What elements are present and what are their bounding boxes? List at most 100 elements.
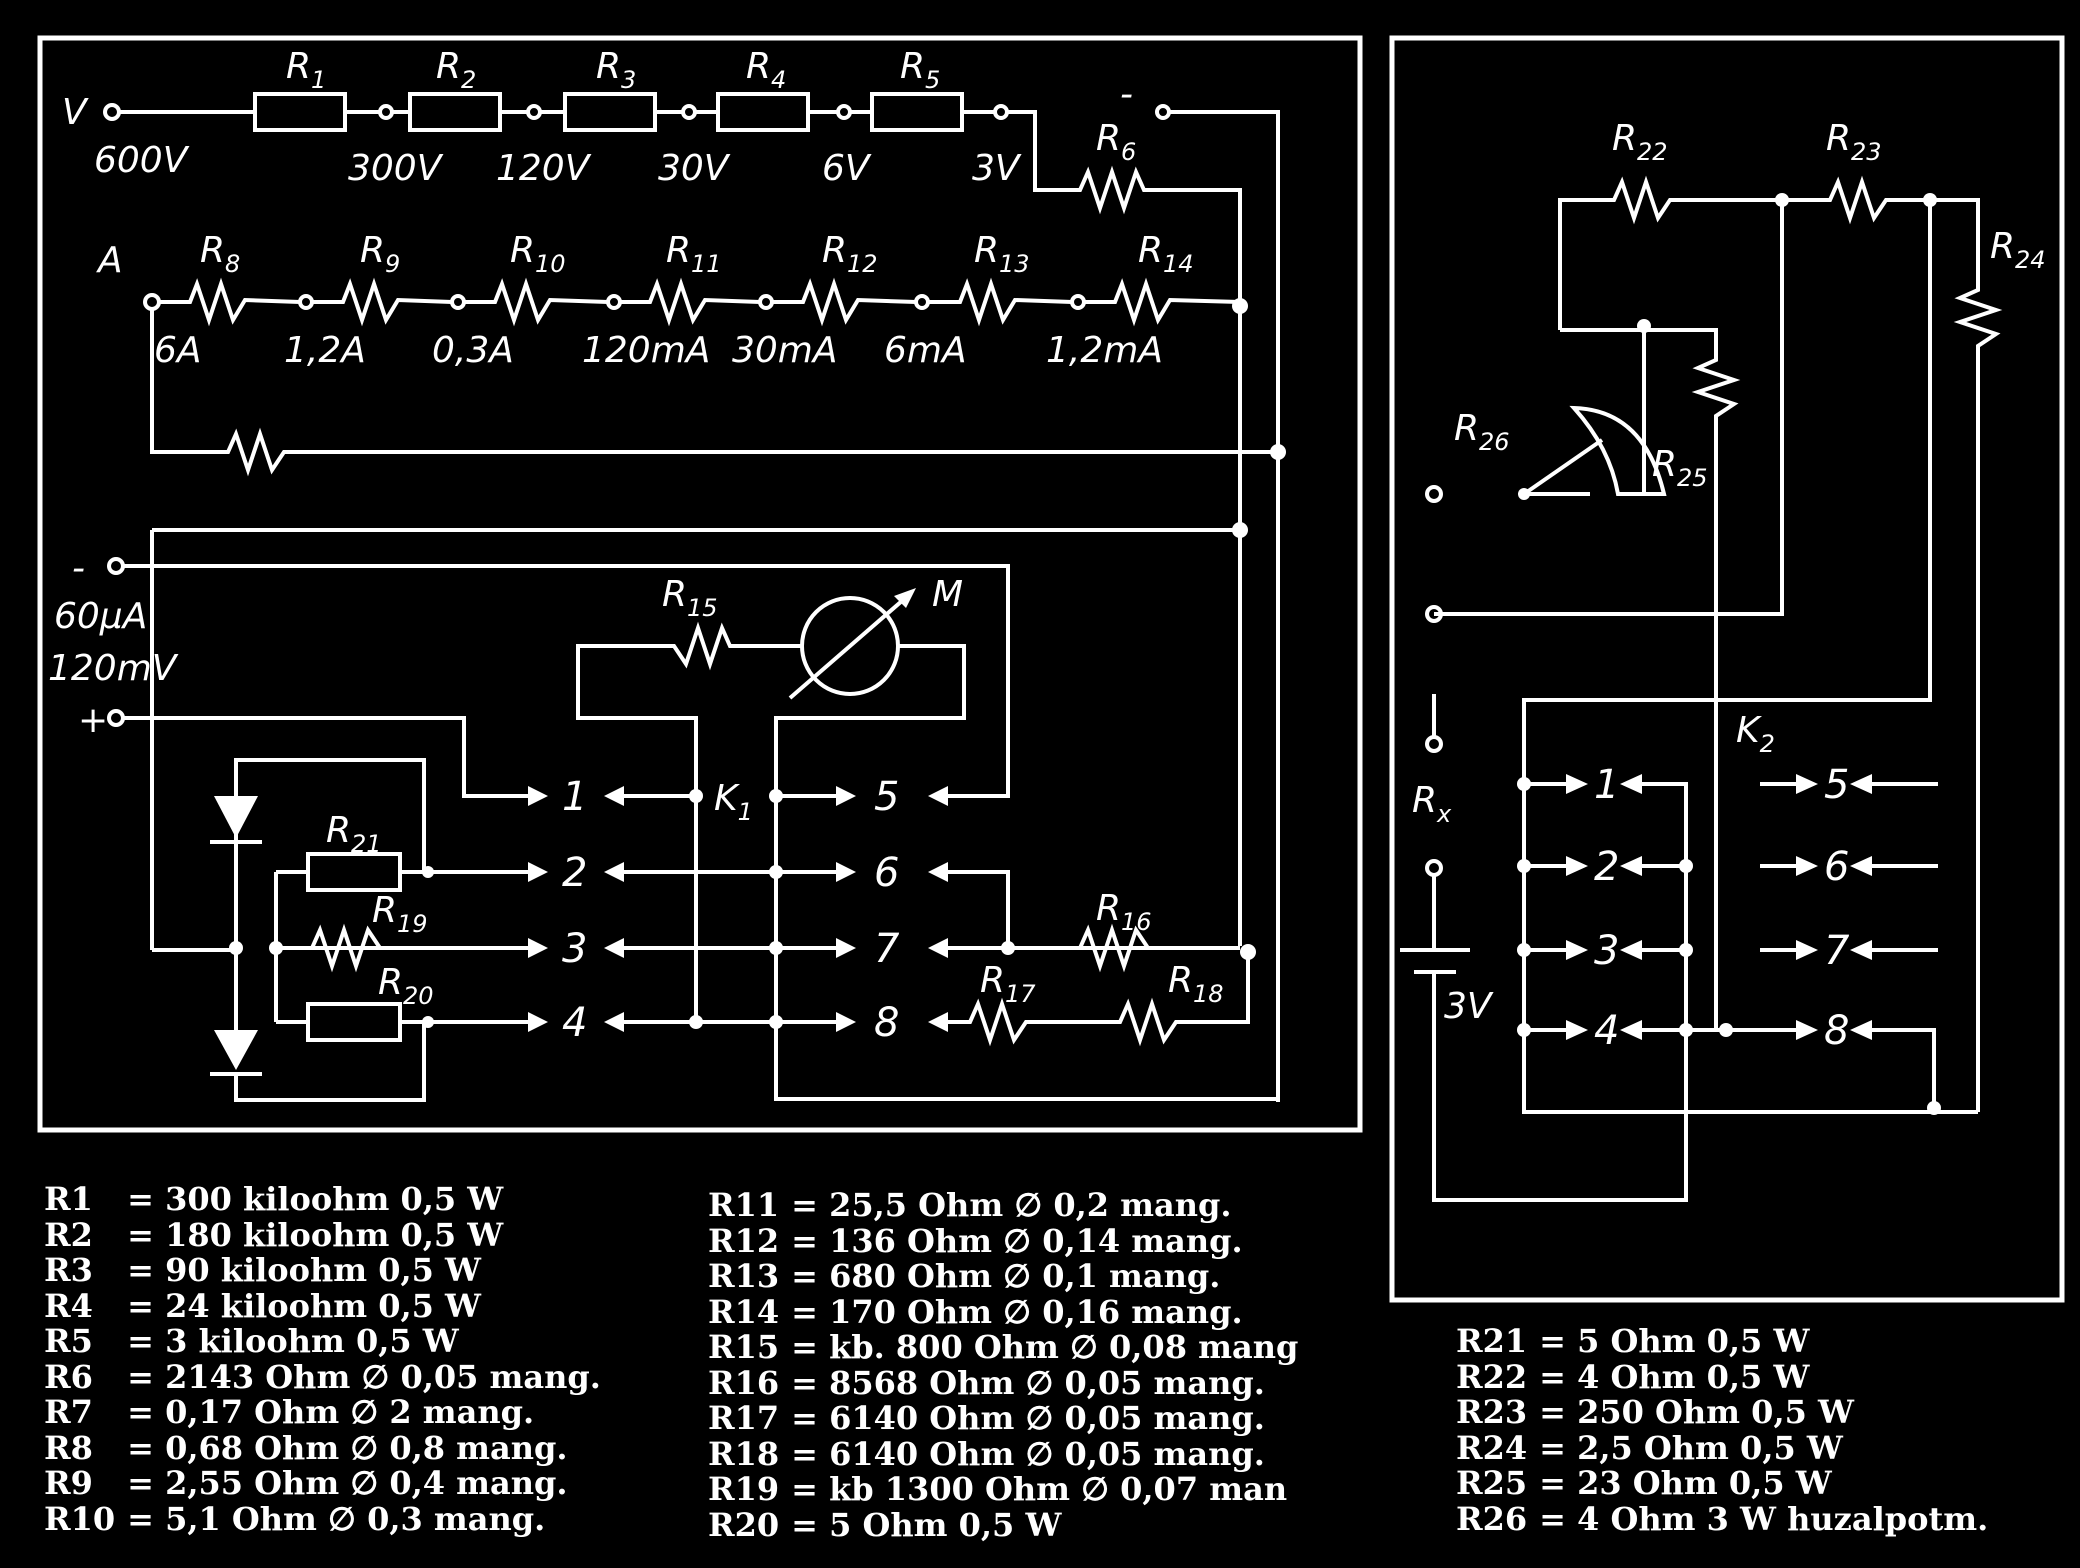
k2-contact-5: 5 [1824,762,1849,808]
meter-label: M [932,574,963,615]
battery-label: 3V [1444,986,1494,1027]
part-value: = 250 Ohm 0,5 W [1528,1393,1854,1431]
part-value: = 180 kiloohm 0,5 W [116,1215,504,1254]
parts-list-row: R16 = 8568 Ohm ∅ 0,05 mang. [708,1363,1298,1402]
label-30ma: 30mA [732,330,838,371]
k2-label: K2 [1736,710,1775,758]
r2-label: R2 [436,46,476,94]
r23-label: R23 [1826,118,1882,166]
k2-contact-8: 8 [1824,1008,1849,1054]
k2-contact-3: 3 [1594,928,1619,974]
part-ref: R24 [1456,1428,1528,1467]
parts-list-row: R24 = 2,5 Ohm 0,5 W [1456,1428,1988,1467]
part-ref: R7 [44,1393,93,1431]
k2-contact-4: 4 [1594,1008,1619,1054]
part-ref: R21 [1456,1322,1528,1360]
r1-label: R1 [286,46,326,94]
r3-label: R3 [596,46,636,94]
parts-list-row: R8 = 0,68 Ohm ∅ 0,8 mang. [44,1430,601,1467]
k2-contact-1: 1 [1594,762,1619,808]
part-value: = kb. 800 Ohm ∅ 0,08 mang [780,1328,1299,1366]
part-ref: R12 [708,1221,780,1260]
k1-contact-4: 4 [562,1000,587,1046]
r19-label: R19 [372,890,428,938]
part-ref: R16 [708,1363,780,1402]
r18-label: R18 [1168,960,1224,1008]
r8-label: R8 [200,230,240,278]
label-120ma: 120mA [582,330,710,371]
r10-label: R10 [510,230,566,278]
parts-list-row: R14 = 170 Ohm ∅ 0,16 mang. [708,1292,1298,1331]
parts-list-row: R25 = 23 Ohm 0,5 W [1456,1464,1988,1502]
parts-list-row: R1 = 300 kiloohm 0,5 W [44,1181,601,1218]
r13-label: R13 [974,230,1030,278]
parts-list-row: R7 = 0,17 Ohm ∅ 2 mang. [44,1393,601,1431]
k2-contact-6: 6 [1824,844,1849,890]
label-6v: 6V [822,148,872,189]
r4-label: R4 [746,46,786,94]
parts-list-row: R13 = 680 Ohm ∅ 0,1 mang. [708,1257,1298,1295]
label-0-3a: 0,3A [432,330,514,371]
part-value: = kb 1300 Ohm ∅ 0,07 man [780,1470,1288,1508]
parts-list-row: R5 = 3 kiloohm 0,5 W [44,1322,601,1360]
part-value: = 5,1 Ohm ∅ 0,3 mang. [116,1499,546,1538]
label-1-2ma: 1,2mA [1046,330,1163,371]
part-ref: R26 [1456,1499,1528,1538]
parts-list-row: R17 = 6140 Ohm ∅ 0,05 mang. [708,1399,1298,1437]
switch-k2-contacts [1517,774,1938,1108]
k2-contact-7: 7 [1824,928,1850,974]
part-ref: R22 [1456,1357,1528,1396]
part-value: = 0,17 Ohm ∅ 2 mang. [116,1393,535,1431]
voltage-divider-chain [103,92,1280,455]
k1-contact-2: 2 [562,850,587,896]
parts-list-row: R9 = 2,55 Ohm ∅ 0,4 mang. [44,1464,601,1502]
parts-list-row: R3 = 90 kiloohm 0,5 W [44,1251,601,1289]
part-value: = 680 Ohm ∅ 0,1 mang. [780,1257,1221,1295]
part-value: = 2,5 Ohm 0,5 W [1528,1428,1843,1467]
parts-list-row: R18 = 6140 Ohm ∅ 0,05 mang. [708,1434,1298,1473]
parts-list-row: R4 = 24 kiloohm 0,5 W [44,1286,601,1325]
k2-contact-2: 2 [1594,844,1619,890]
r5-label: R5 [900,46,940,94]
part-value: = 6140 Ohm ∅ 0,05 mang. [780,1399,1265,1437]
parts-list-row: R12 = 136 Ohm ∅ 0,14 mang. [708,1221,1298,1260]
part-value: = 136 Ohm ∅ 0,14 mang. [780,1221,1243,1260]
parts-list-row: R2 = 180 kiloohm 0,5 W [44,1215,601,1254]
terminal-a-label: A [96,240,123,281]
part-ref: R17 [708,1399,780,1437]
part-ref: R9 [44,1464,93,1502]
r20-label: R20 [378,962,434,1010]
parts-list-row: R23 = 250 Ohm 0,5 W [1456,1393,1988,1431]
label-300v: 300V [348,148,444,189]
part-value: = 23 Ohm 0,5 W [1528,1464,1832,1502]
part-value: = 90 kiloohm 0,5 W [116,1251,481,1289]
part-ref: R3 [44,1251,93,1289]
part-ref: R5 [44,1322,93,1360]
plus-left-label: + [78,700,108,741]
part-value: = 6140 Ohm ∅ 0,05 mang. [780,1434,1265,1473]
k1-contact-1: 1 [562,774,587,820]
part-value: = 24 kiloohm 0,5 W [116,1286,481,1325]
r22-label: R22 [1612,118,1668,166]
r26-label: R26 [1454,408,1510,456]
part-ref: R18 [708,1434,780,1473]
parts-list-row: R26 = 4 Ohm 3 W huzalpotm. [1456,1499,1988,1538]
label-6ma: 6mA [884,330,967,371]
r16-label: R16 [1096,888,1152,936]
part-value: = 4 Ohm 0,5 W [1528,1357,1810,1396]
part-ref: R20 [708,1505,780,1544]
k1-contact-8: 8 [874,1000,899,1046]
left-panel-frame [37,35,1363,1133]
right-panel-frame [1389,35,2065,1303]
part-ref: R10 [44,1499,116,1538]
label-3v: 3V [972,148,1022,189]
k1-contact-6: 6 [874,850,899,896]
parts-list-row: R22 = 4 Ohm 0,5 W [1456,1357,1988,1396]
part-value: = 170 Ohm ∅ 0,16 mang. [780,1292,1243,1331]
part-ref: R14 [708,1292,780,1331]
part-value: = 5 Ohm 0,5 W [780,1505,1062,1544]
r17-label: R17 [980,960,1036,1008]
